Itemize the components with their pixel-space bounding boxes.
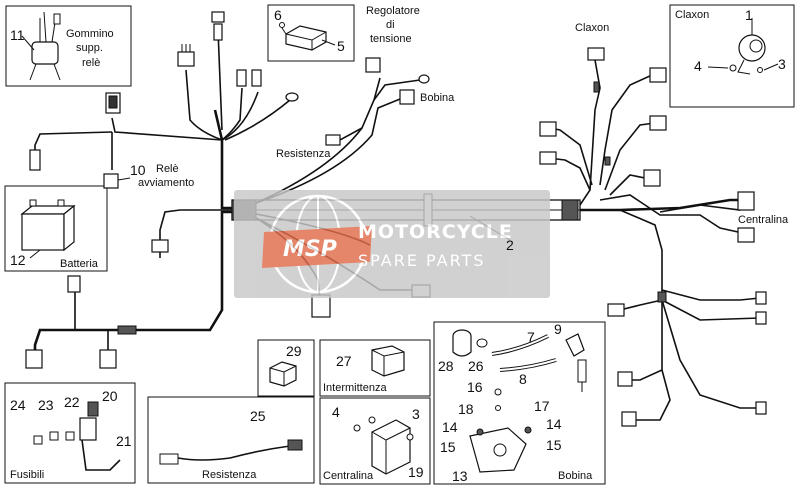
part-number-2: 2 bbox=[506, 237, 514, 253]
watermark: MSP MOTORCYCLE SPARE PARTS bbox=[234, 190, 550, 298]
connector-right-top bbox=[649, 67, 667, 83]
box-claxon bbox=[669, 4, 795, 108]
part-number-10: 10 bbox=[130, 162, 146, 178]
connector-bobina-top bbox=[399, 89, 415, 105]
text-labels: Gommino supp. relè Regolatore di tension… bbox=[10, 5, 789, 482]
part-number-18: 18 bbox=[458, 401, 474, 417]
label-intermittenza: Intermittenza bbox=[323, 382, 387, 394]
part-number-17: 17 bbox=[534, 398, 550, 414]
connector-left-mid bbox=[67, 275, 81, 293]
part-number-20: 20 bbox=[102, 388, 118, 404]
relay-29-drawing bbox=[269, 361, 297, 387]
label-centralina-right: Centralina bbox=[738, 214, 789, 226]
resistenza-drawing bbox=[159, 439, 303, 465]
box-resistenza bbox=[147, 396, 315, 484]
part-number-29: 29 bbox=[286, 343, 302, 359]
connector-pair-b bbox=[251, 69, 262, 87]
part-number-28: 28 bbox=[438, 358, 454, 374]
label-regolatore-3: tensione bbox=[370, 33, 412, 45]
connector-resistenza-top bbox=[325, 134, 341, 146]
part-number-22: 22 bbox=[64, 394, 80, 410]
label-batteria: Batteria bbox=[60, 258, 99, 270]
connector-regolatore bbox=[365, 57, 381, 73]
part-number-23: 23 bbox=[38, 397, 54, 413]
part-numbers: 11 1 2 3 4 5 6 7 8 9 10 12 13 14 14 15 1… bbox=[10, 7, 786, 484]
label-resistenza-box: Resistenza bbox=[202, 469, 257, 481]
label-resistenza-top: Resistenza bbox=[276, 148, 331, 160]
connector-lower-right-a bbox=[607, 303, 625, 317]
part-number-3-centralina: 3 bbox=[412, 406, 420, 422]
watermark-band bbox=[234, 190, 550, 298]
label-gommino-1: Gommino bbox=[66, 28, 114, 40]
label-claxon-box: Claxon bbox=[675, 9, 709, 21]
regolatore-detail-drawing bbox=[279, 22, 327, 51]
label-regolatore-1: Regolatore bbox=[366, 5, 420, 17]
connector-bottom-left-a bbox=[25, 349, 43, 369]
part-number-27: 27 bbox=[336, 353, 352, 369]
eyelet-terminal bbox=[285, 92, 299, 102]
connector-left-short bbox=[151, 239, 169, 253]
connector-bottom-left-b bbox=[99, 349, 117, 369]
part-number-4: 4 bbox=[694, 58, 702, 74]
part-number-8: 8 bbox=[519, 371, 527, 387]
gommino-drawing bbox=[29, 11, 61, 81]
part-number-14-left: 14 bbox=[442, 419, 458, 435]
part-number-24: 24 bbox=[10, 397, 26, 413]
part-number-13: 13 bbox=[452, 468, 468, 484]
connector-right-mid bbox=[649, 115, 667, 131]
part-number-9: 9 bbox=[554, 321, 562, 337]
part-number-7: 7 bbox=[527, 329, 535, 345]
part-number-19: 19 bbox=[408, 464, 424, 480]
part-number-12: 12 bbox=[10, 252, 26, 268]
label-fusibili: Fusibili bbox=[10, 469, 44, 481]
connector-centralina-b bbox=[737, 227, 755, 243]
connector-central-lower bbox=[311, 294, 331, 318]
box-gommino bbox=[5, 5, 132, 87]
connector-top-left bbox=[177, 51, 195, 67]
connector-pair-a bbox=[236, 69, 247, 87]
connector-rele-avviamento bbox=[103, 173, 119, 189]
label-claxon-top: Claxon bbox=[575, 22, 609, 34]
part-number-15-left: 15 bbox=[440, 439, 456, 455]
label-bobina-box: Bobina bbox=[558, 470, 593, 482]
battery-drawing bbox=[20, 199, 76, 252]
watermark-line1: MOTORCYCLE bbox=[358, 221, 513, 243]
part-number-4-centralina: 4 bbox=[332, 404, 340, 420]
connector-right-a bbox=[539, 121, 557, 137]
intermittenza-drawing bbox=[371, 345, 405, 377]
connector-right-low bbox=[643, 169, 661, 187]
part-number-6: 6 bbox=[274, 7, 282, 23]
claxon-drawing bbox=[729, 34, 766, 75]
centralina-drawing bbox=[353, 416, 414, 475]
watermark-logo-badge bbox=[262, 226, 372, 268]
label-centralina-box: Centralina bbox=[323, 470, 374, 482]
part-number-26: 26 bbox=[468, 358, 484, 374]
part-number-16: 16 bbox=[467, 379, 483, 395]
label-rele-1: Relè bbox=[156, 163, 179, 175]
part-number-25: 25 bbox=[250, 408, 266, 424]
part-number-5: 5 bbox=[337, 38, 345, 54]
connector-centralina-a bbox=[737, 191, 755, 211]
label-gommino-3: relè bbox=[82, 57, 100, 69]
connector-claxon bbox=[587, 47, 605, 61]
part-number-11: 11 bbox=[10, 27, 25, 43]
label-gommino-2: supp. bbox=[76, 42, 103, 54]
bobina-drawing bbox=[452, 329, 587, 473]
watermark-logo: MSP bbox=[283, 237, 337, 262]
connectors bbox=[25, 11, 767, 427]
part-number-14-right: 14 bbox=[546, 416, 562, 432]
watermark-line2: SPARE PARTS bbox=[358, 251, 486, 270]
part-number-15-right: 15 bbox=[546, 437, 562, 453]
connector-battery-lead bbox=[29, 149, 41, 171]
part-number-21: 21 bbox=[116, 433, 132, 449]
label-regolatore-2: di bbox=[386, 19, 395, 31]
label-bobina-top: Bobina bbox=[420, 92, 455, 104]
part-number-1: 1 bbox=[745, 7, 753, 23]
connector-right-b bbox=[539, 151, 557, 165]
part-number-3: 3 bbox=[778, 56, 786, 72]
connector-top bbox=[211, 11, 225, 23]
label-rele-2: avviamento bbox=[138, 177, 194, 189]
fuses-drawing bbox=[33, 401, 121, 471]
